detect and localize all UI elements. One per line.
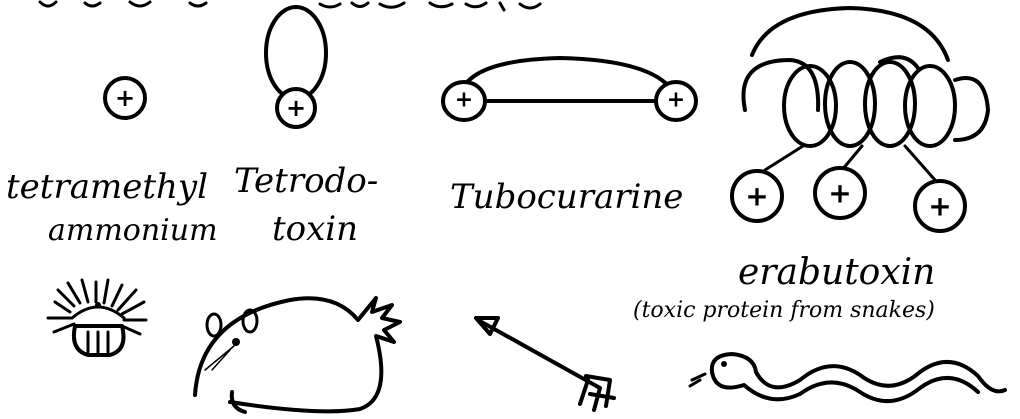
erabutoxin-coil <box>865 62 915 146</box>
erabutoxin-link <box>765 146 803 170</box>
erabutoxin-structure: + + + <box>732 8 988 231</box>
sea-anemone-icon <box>48 280 146 355</box>
tetrodotoxin-structure: + <box>266 7 326 127</box>
erabutoxin-link <box>842 146 862 170</box>
erabutoxin-coil <box>905 66 955 146</box>
tubocurarine-bridge-top <box>463 58 672 90</box>
label-tetramethyl-line2: ammonium <box>48 213 218 248</box>
label-tetrodotoxin-line1: Tetrodo- <box>234 161 378 201</box>
charge-symbol: + <box>745 180 768 213</box>
pufferfish-icon <box>195 298 400 412</box>
label-tetrodotoxin-line2: toxin <box>272 209 358 249</box>
charge-symbol: + <box>115 84 135 112</box>
erabutoxin-link <box>905 146 935 180</box>
charge-symbol: + <box>286 94 306 122</box>
charge-symbol: + <box>455 88 473 113</box>
tubocurarine-structure: + + <box>443 58 696 120</box>
charge-symbol: + <box>928 190 951 223</box>
label-erabutoxin: erabutoxin <box>738 252 935 293</box>
label-erabutoxin-note: (toxic protein from snakes) <box>633 298 935 323</box>
erabutoxin-coil <box>825 62 875 146</box>
tetramethyl-ammonium-structure: + <box>105 78 145 118</box>
erabutoxin-coil <box>955 78 988 140</box>
erabutoxin-arch <box>752 8 948 60</box>
label-tetramethyl-line1: tetramethyl <box>6 167 208 207</box>
snake-icon <box>690 354 1005 401</box>
label-tubocurarine: Tubocurarine <box>450 177 683 217</box>
tetrodotoxin-loop <box>266 7 326 99</box>
arrow-icon <box>476 318 614 410</box>
charge-symbol: + <box>667 88 685 113</box>
charge-symbol: + <box>828 177 851 210</box>
